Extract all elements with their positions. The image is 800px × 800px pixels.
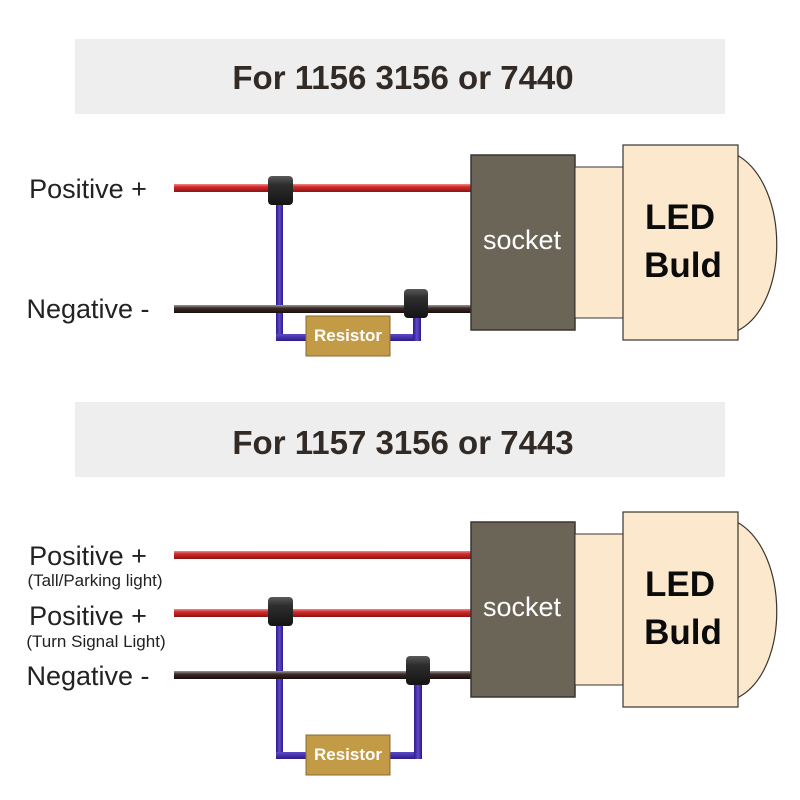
jumper-wire <box>276 620 283 759</box>
jumper-wire <box>276 200 283 340</box>
section-2: For 1157 3156 or 7443 Positive + (Tall/P… <box>26 402 778 776</box>
tap-connector[interactable] <box>268 176 293 205</box>
bulb-neck <box>574 166 625 319</box>
section-title: For 1157 3156 or 7443 <box>232 424 573 461</box>
resistor-label: Resistor <box>314 326 382 345</box>
bulb-body <box>622 144 739 341</box>
section-title: For 1156 3156 or 7440 <box>232 59 573 96</box>
wire-label-negative: Negative - <box>26 661 149 691</box>
jumper-wire <box>414 680 422 759</box>
negative-wire <box>174 671 472 679</box>
bulb-body <box>622 511 739 708</box>
section-1: For 1156 3156 or 7440 Positive + Negativ… <box>26 39 778 357</box>
positive-wire <box>174 184 472 192</box>
bulb-label-line2: Buld <box>644 613 722 652</box>
bulb-dome <box>736 153 778 332</box>
socket-label: socket <box>483 592 562 622</box>
tap-connector[interactable] <box>404 289 428 318</box>
jumper-wire <box>413 312 421 341</box>
tap-connector[interactable] <box>268 597 293 626</box>
wire-label-positive-parking: Positive + <box>29 541 147 571</box>
wire-sublabel-parking: (Tall/Parking light) <box>27 571 162 590</box>
socket-label: socket <box>483 225 562 255</box>
wire-label-positive-turn: Positive + <box>29 601 147 631</box>
socket: socket <box>470 154 576 331</box>
tap-connector[interactable] <box>406 656 430 685</box>
positive-wire-parking <box>174 551 472 559</box>
wire-label-negative: Negative - <box>26 294 149 324</box>
positive-wire-turn <box>174 609 472 617</box>
wire-label-positive: Positive + <box>29 174 147 204</box>
led-bulb: LED Buld <box>574 144 778 341</box>
bulb-label-line1: LED <box>645 198 715 237</box>
bulb-neck <box>574 533 625 686</box>
bulb-label-line2: Buld <box>644 246 722 285</box>
bulb-dome <box>736 520 778 699</box>
socket: socket <box>470 521 576 698</box>
resistor-label: Resistor <box>314 745 382 764</box>
resistor: Resistor <box>305 315 391 357</box>
led-bulb: LED Buld <box>574 511 778 708</box>
wire-sublabel-turn: (Turn Signal Light) <box>26 632 165 651</box>
bulb-label-line1: LED <box>645 565 715 604</box>
resistor: Resistor <box>305 734 391 776</box>
title-band <box>75 39 725 114</box>
negative-wire <box>174 305 472 313</box>
title-band <box>75 402 725 477</box>
